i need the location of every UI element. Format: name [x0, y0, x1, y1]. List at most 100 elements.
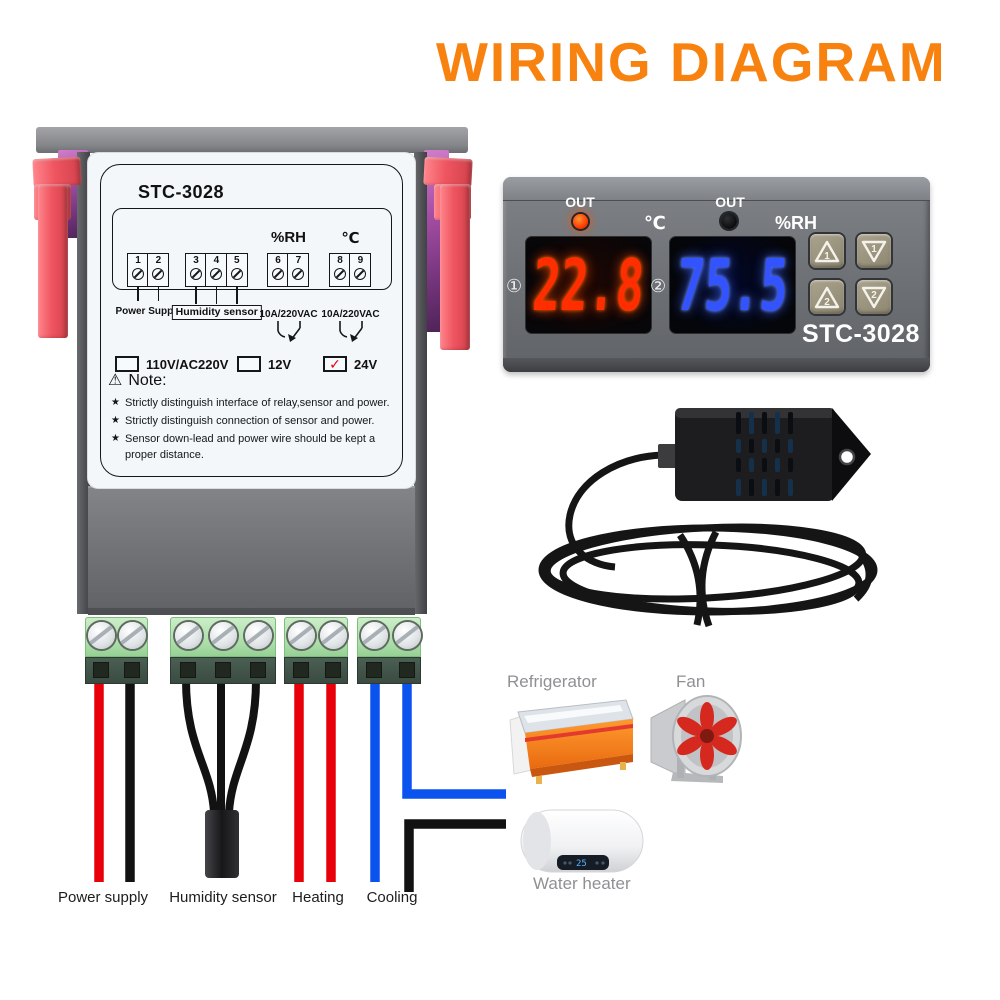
screw: [361, 622, 388, 649]
wire-slot: [215, 662, 231, 678]
refrigerator-foot: [620, 762, 626, 770]
vent-slot: [736, 479, 741, 496]
fan-label: Fan: [676, 672, 706, 691]
terminal-block-humidity-sensor: [170, 617, 276, 684]
vent-slot: [762, 439, 767, 453]
terminal-block-top: [284, 617, 348, 657]
sensor-wire-right: [225, 679, 260, 813]
fan-blade: [710, 735, 737, 756]
svg-text:1: 1: [824, 251, 830, 262]
vent-slot: [775, 479, 780, 496]
wire-label-cooling: Cooling: [366, 889, 418, 906]
water-heater-button: [595, 861, 599, 865]
vent-slot: [788, 439, 793, 453]
spec-label-border: [100, 164, 403, 477]
terminal-6: 6: [267, 253, 289, 287]
terminal-7: 7: [287, 253, 310, 287]
voltage-option-110V/AC220V: 110V/AC220V: [115, 356, 228, 372]
screw-icon: [292, 268, 305, 280]
screw-icon: [132, 268, 144, 280]
up-arrow-icon: 2: [814, 286, 840, 309]
vent-slot: [736, 412, 741, 434]
vent-slot: [788, 479, 793, 496]
terminal-block-top: [170, 617, 276, 657]
vent-slot: [762, 412, 767, 434]
svg-text:2: 2: [871, 290, 877, 301]
svg-text:1: 1: [871, 244, 877, 255]
temperature-value: 22.8: [530, 243, 647, 327]
screw-icon: [190, 268, 202, 280]
terminal-number: 4: [213, 255, 220, 266]
terminal-9: 9: [349, 253, 372, 287]
controller-top-bar: [36, 127, 468, 153]
screw: [175, 622, 202, 649]
out-left-led: [573, 214, 588, 229]
out-right-led: [721, 213, 737, 229]
terminal-diagram-frame: [112, 208, 392, 290]
star-bullet: ★: [111, 397, 120, 408]
screw: [119, 622, 146, 649]
cooling-wire-b: [402, 680, 506, 799]
screw: [288, 622, 315, 649]
wire-slot: [366, 662, 382, 678]
vent-slot: [775, 458, 780, 472]
terminal-group-caption: 10A/220VAC: [259, 309, 318, 320]
terminal-group-header: ℃: [341, 230, 360, 247]
note-item: ★Strictly distinguish connection of sens…: [111, 414, 391, 430]
water-heater-button: [601, 861, 605, 865]
down-arrow-icon: 2: [861, 286, 887, 309]
checkbox-checked: ✓: [323, 356, 347, 372]
terminal-number: 6: [275, 255, 281, 266]
vent-slot: [775, 412, 780, 434]
wire-slot: [124, 662, 140, 678]
water-heater-button: [563, 861, 567, 865]
humidity-sensor-probe: [538, 408, 878, 628]
voltage-label: 12V: [268, 356, 292, 372]
aux-black-wire: [404, 819, 506, 892]
fan-blade: [710, 716, 737, 737]
vent-slot: [749, 412, 754, 434]
note-text: Strictly distinguish interface of relay,…: [125, 397, 390, 409]
terminal-leads: [127, 287, 170, 311]
fan-blade: [700, 702, 714, 732]
controller-lower-body: [88, 486, 415, 612]
terminal-lead-line: [236, 287, 238, 304]
wire-label-humidity: Humidity sensor: [169, 889, 277, 906]
wire-label-heating: Heating: [292, 889, 344, 906]
button-down-2: 2: [857, 280, 891, 314]
wire-slot: [250, 662, 266, 678]
fan-image: [650, 695, 742, 783]
note-list: ★ Strictly distinguish interface of relay…: [111, 396, 391, 466]
mount-clip-left-top: [32, 156, 82, 188]
channel-2-mark: ②: [650, 276, 667, 296]
note-header: ⚠ Note:: [108, 372, 167, 390]
wire-slot: [93, 662, 109, 678]
terminal-number: 1: [135, 255, 141, 266]
fan-blades: [677, 702, 737, 770]
refrigerator-glass-shine: [524, 705, 623, 723]
note-title: Note:: [128, 372, 167, 389]
button-up-1: 1: [810, 234, 844, 268]
screw: [320, 622, 347, 649]
sensor-head-body: [675, 408, 835, 501]
housing-rail-left: [77, 152, 90, 614]
water-heater-image: 25: [520, 809, 644, 873]
channel-1-mark: ①: [506, 276, 523, 296]
terminal-group-header: %RH: [270, 229, 307, 246]
humidity-unit-label: %RH: [775, 213, 818, 233]
terminal-group-caption: Power Supply: [115, 306, 182, 317]
screw-icon: [230, 268, 243, 280]
water-heater-end-cap: [523, 812, 551, 870]
up-arrow-icon: 1: [814, 240, 840, 263]
screw: [245, 622, 272, 649]
water-heater-panel: [557, 855, 609, 870]
vent-slot: [762, 479, 767, 496]
fan-leg: [677, 758, 684, 778]
terminal-group-caption: 10A/220VAC: [321, 309, 380, 320]
fan-hub: [700, 729, 714, 743]
terminal-2: 2: [147, 253, 170, 287]
